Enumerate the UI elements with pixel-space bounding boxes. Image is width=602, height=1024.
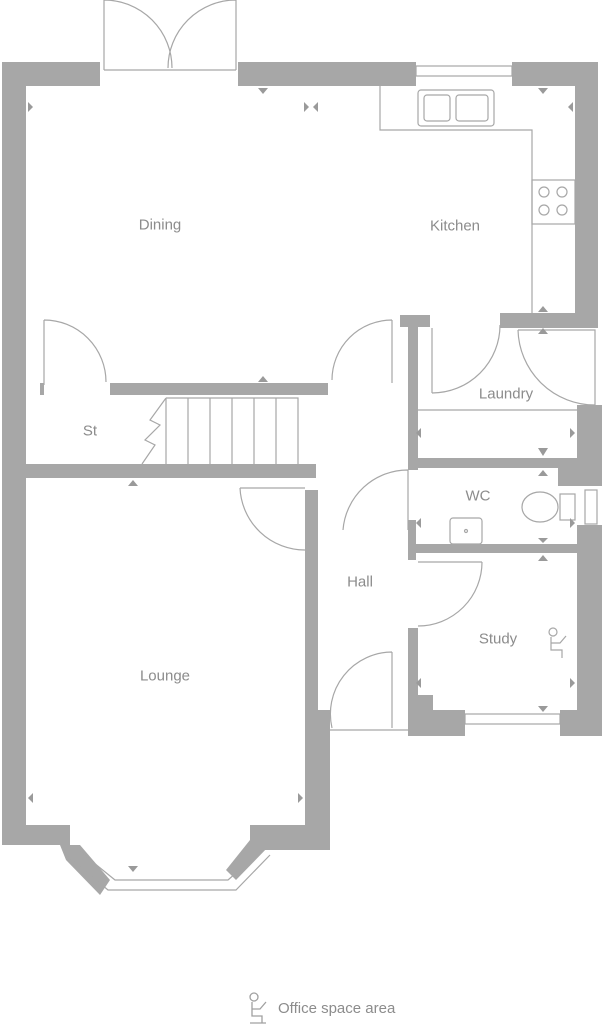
legend: Office space area <box>246 992 395 1024</box>
room-label-dining: Dining <box>138 216 182 234</box>
room-label-hall: Hall <box>347 573 373 591</box>
walls <box>2 62 602 895</box>
office-space-icon <box>548 627 567 658</box>
room-label-kitchen: Kitchen <box>429 217 481 235</box>
markers <box>28 88 575 872</box>
room-label-lounge: Lounge <box>139 667 191 685</box>
person-at-desk-icon <box>249 992 267 1024</box>
legend-label: Office space area <box>278 999 396 1017</box>
room-label-laundry: Laundry <box>478 385 534 403</box>
room-label-store: St <box>82 422 98 440</box>
fixtures <box>28 0 598 891</box>
room-label-wc: WC <box>465 487 491 505</box>
room-label-study: Study <box>478 630 518 648</box>
